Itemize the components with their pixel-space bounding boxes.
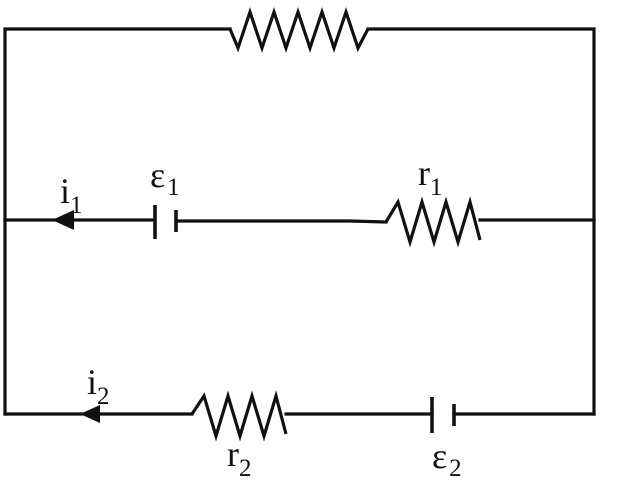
lower-frame bbox=[3, 218, 596, 416]
left-wire-top bbox=[3, 27, 232, 222]
current-arrow-i2 bbox=[80, 405, 100, 423]
right-wire-top bbox=[366, 27, 596, 222]
label-i1: i1 bbox=[60, 171, 83, 219]
resistor-r1 bbox=[384, 196, 482, 248]
top-branch bbox=[3, 6, 596, 222]
label-epsilon1: ε1 bbox=[150, 155, 180, 201]
label-r2: r2 bbox=[227, 434, 252, 482]
bottom-branch bbox=[3, 390, 596, 442]
top-resistor bbox=[228, 6, 370, 54]
resistor-r2 bbox=[190, 390, 288, 442]
label-r1: r1 bbox=[418, 153, 443, 201]
current-arrow-i1 bbox=[52, 210, 74, 230]
label-epsilon2: ε2 bbox=[432, 436, 462, 482]
label-i2: i2 bbox=[87, 362, 110, 410]
middle-branch bbox=[3, 196, 596, 248]
middle-wire-center bbox=[174, 219, 388, 224]
